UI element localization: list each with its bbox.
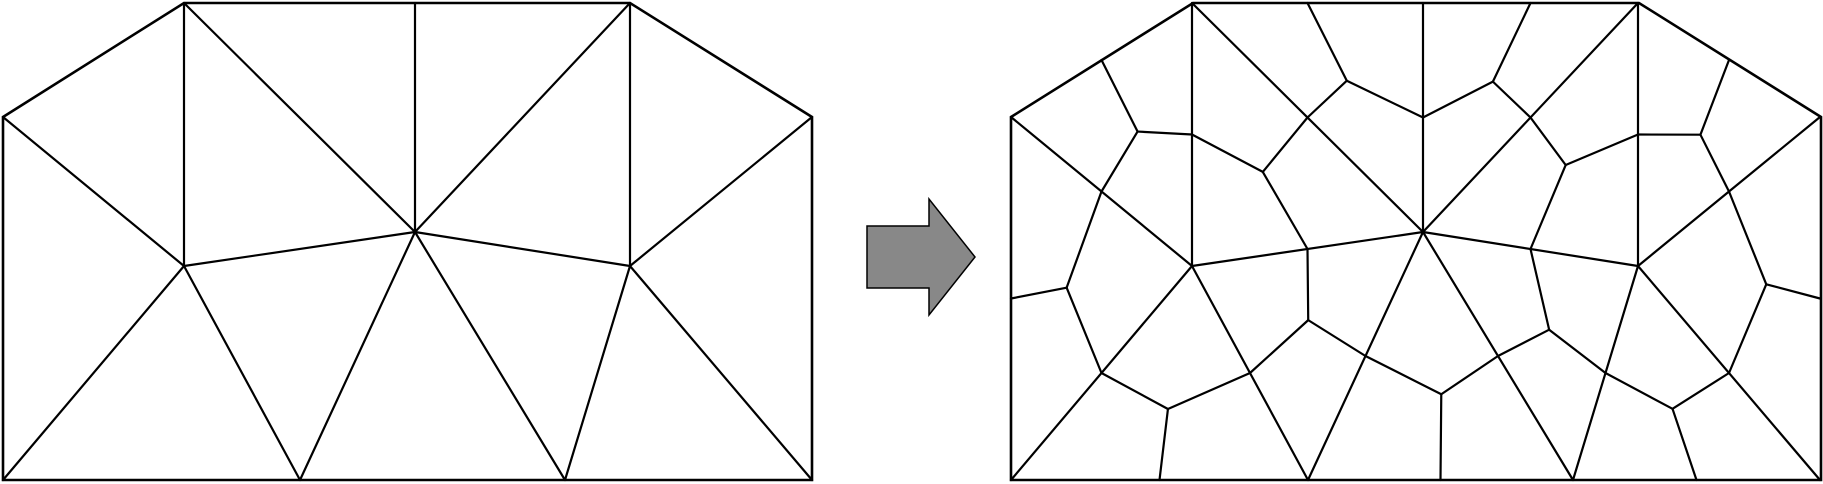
quad-subdivision-edge (1306, 247, 1310, 322)
quad-mesh (1009, 1, 1823, 482)
arrow-shape (866, 196, 976, 318)
triangle-edge (1, 115, 186, 268)
quad-subdivision-edge (1100, 130, 1139, 193)
triangle-edge (182, 1, 417, 234)
triangle-edge (182, 230, 417, 268)
quad-subdivision-edge (1529, 247, 1551, 331)
triangle-edge (413, 230, 567, 482)
quad-subdivision-edge (1261, 116, 1309, 174)
triangle-mesh-boundary (1, 1, 814, 482)
quad-subdivision-edge (1065, 190, 1103, 289)
quad-subdivision-edge (1529, 116, 1567, 167)
triangle-edge (1, 264, 186, 482)
quad-subdivision-edge (1491, 1, 1532, 83)
quad-subdivision-edge (1248, 319, 1310, 375)
triangle-edge (413, 1, 632, 234)
quad-subdivision-edge (1671, 371, 1731, 410)
quad-subdivision-edge (1190, 133, 1264, 174)
quad-subdivision-edge (1307, 319, 1367, 358)
quad-subdivision-edge (1671, 407, 1698, 482)
quad-subdivision-edge (1440, 354, 1500, 396)
quad-subdivision-edge (1306, 79, 1348, 119)
triangle-edge (563, 264, 632, 482)
quad-subdivision-edge (1136, 130, 1194, 136)
quad-subdivision-edge (1727, 190, 1768, 286)
triangle-edge (413, 230, 632, 268)
quad-subdivision-edge (1496, 328, 1551, 358)
quad-subdivision-edge (1100, 371, 1170, 411)
quad-subdivision-edge (1699, 58, 1731, 136)
quad-subdivision-edge (1491, 80, 1532, 119)
quad-mesh-edges (1009, 1, 1822, 482)
triangle-edge (628, 264, 814, 482)
triangle-mesh (1, 1, 814, 482)
triangle-mesh-edges (1, 1, 814, 482)
quad-subdivision-edge (1699, 133, 1731, 193)
quad-subdivision-edge (1009, 286, 1068, 300)
quad-subdivision-edge (1345, 79, 1425, 119)
quad-subdivision-edge (1564, 133, 1640, 167)
quad-subdivision-edge (1421, 80, 1494, 119)
quad-subdivision-edge (1065, 286, 1103, 375)
quad-subdivision-edge (1158, 407, 1170, 482)
right-arrow-icon (866, 196, 976, 318)
quad-subdivision-edge (1727, 283, 1768, 375)
quad-subdivision-edge (1765, 283, 1822, 300)
quad-subdivision-edge (1604, 371, 1674, 410)
triangle-edge (628, 115, 814, 268)
triangle-edge (182, 264, 302, 482)
quad-subdivision-edge (1529, 163, 1567, 251)
quad-subdivision-edge (1364, 354, 1443, 396)
quad-subdivision-edge (1166, 371, 1252, 411)
quad-subdivision-edge (1439, 393, 1443, 482)
quad-mesh-boundary (1009, 1, 1823, 482)
quad-subdivision-edge (1261, 170, 1309, 251)
quad-subdivision-edge (1100, 58, 1139, 133)
triangle-edge (298, 230, 417, 482)
quad-subdivision-edge (1306, 1, 1348, 82)
quad-subdivision-edge (1548, 328, 1607, 375)
